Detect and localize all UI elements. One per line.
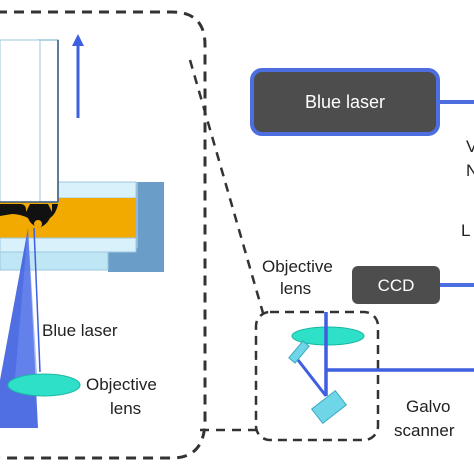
pull-plate-face <box>0 39 41 203</box>
diagonal-beam-right <box>296 359 328 397</box>
edge-letter-n: N <box>466 161 474 180</box>
objective-label-left-1: Objective <box>86 375 157 394</box>
zoom-region-outline <box>0 10 207 460</box>
bottom-substrate <box>0 237 137 253</box>
printed-structure-core <box>34 220 42 228</box>
printed-structure <box>0 204 58 228</box>
galvo-label-2: scanner <box>394 421 455 440</box>
resin-layer <box>0 198 136 238</box>
blue-laser-box-label: Blue laser <box>305 92 385 112</box>
galvo-region-outline <box>254 310 380 442</box>
objective-lens-left <box>7 373 81 397</box>
pull-direction-arrowhead <box>72 34 84 46</box>
objective-label-left-2: lens <box>110 399 141 418</box>
ccd-box <box>352 266 440 304</box>
galvo-label-1: Galvo <box>406 397 450 416</box>
laser-cone-left-light <box>14 228 38 390</box>
pull-plate <box>37 39 59 203</box>
objective-label-right-1: Objective <box>262 257 333 276</box>
objective-lens-right <box>291 326 365 346</box>
blue-laser-label-left: Blue laser <box>42 321 118 340</box>
zoom-connector-top <box>188 59 267 321</box>
laser-beam-line-left <box>33 227 41 373</box>
base-plate <box>0 251 109 271</box>
edge-letter-l: L <box>461 221 470 240</box>
galvo-mirror-large <box>310 389 348 425</box>
galvo-mirror-small <box>288 340 310 364</box>
ccd-box-label: CCD <box>378 276 415 295</box>
objective-label-right-2: lens <box>280 279 311 298</box>
edge-letter-v: V <box>466 137 474 156</box>
